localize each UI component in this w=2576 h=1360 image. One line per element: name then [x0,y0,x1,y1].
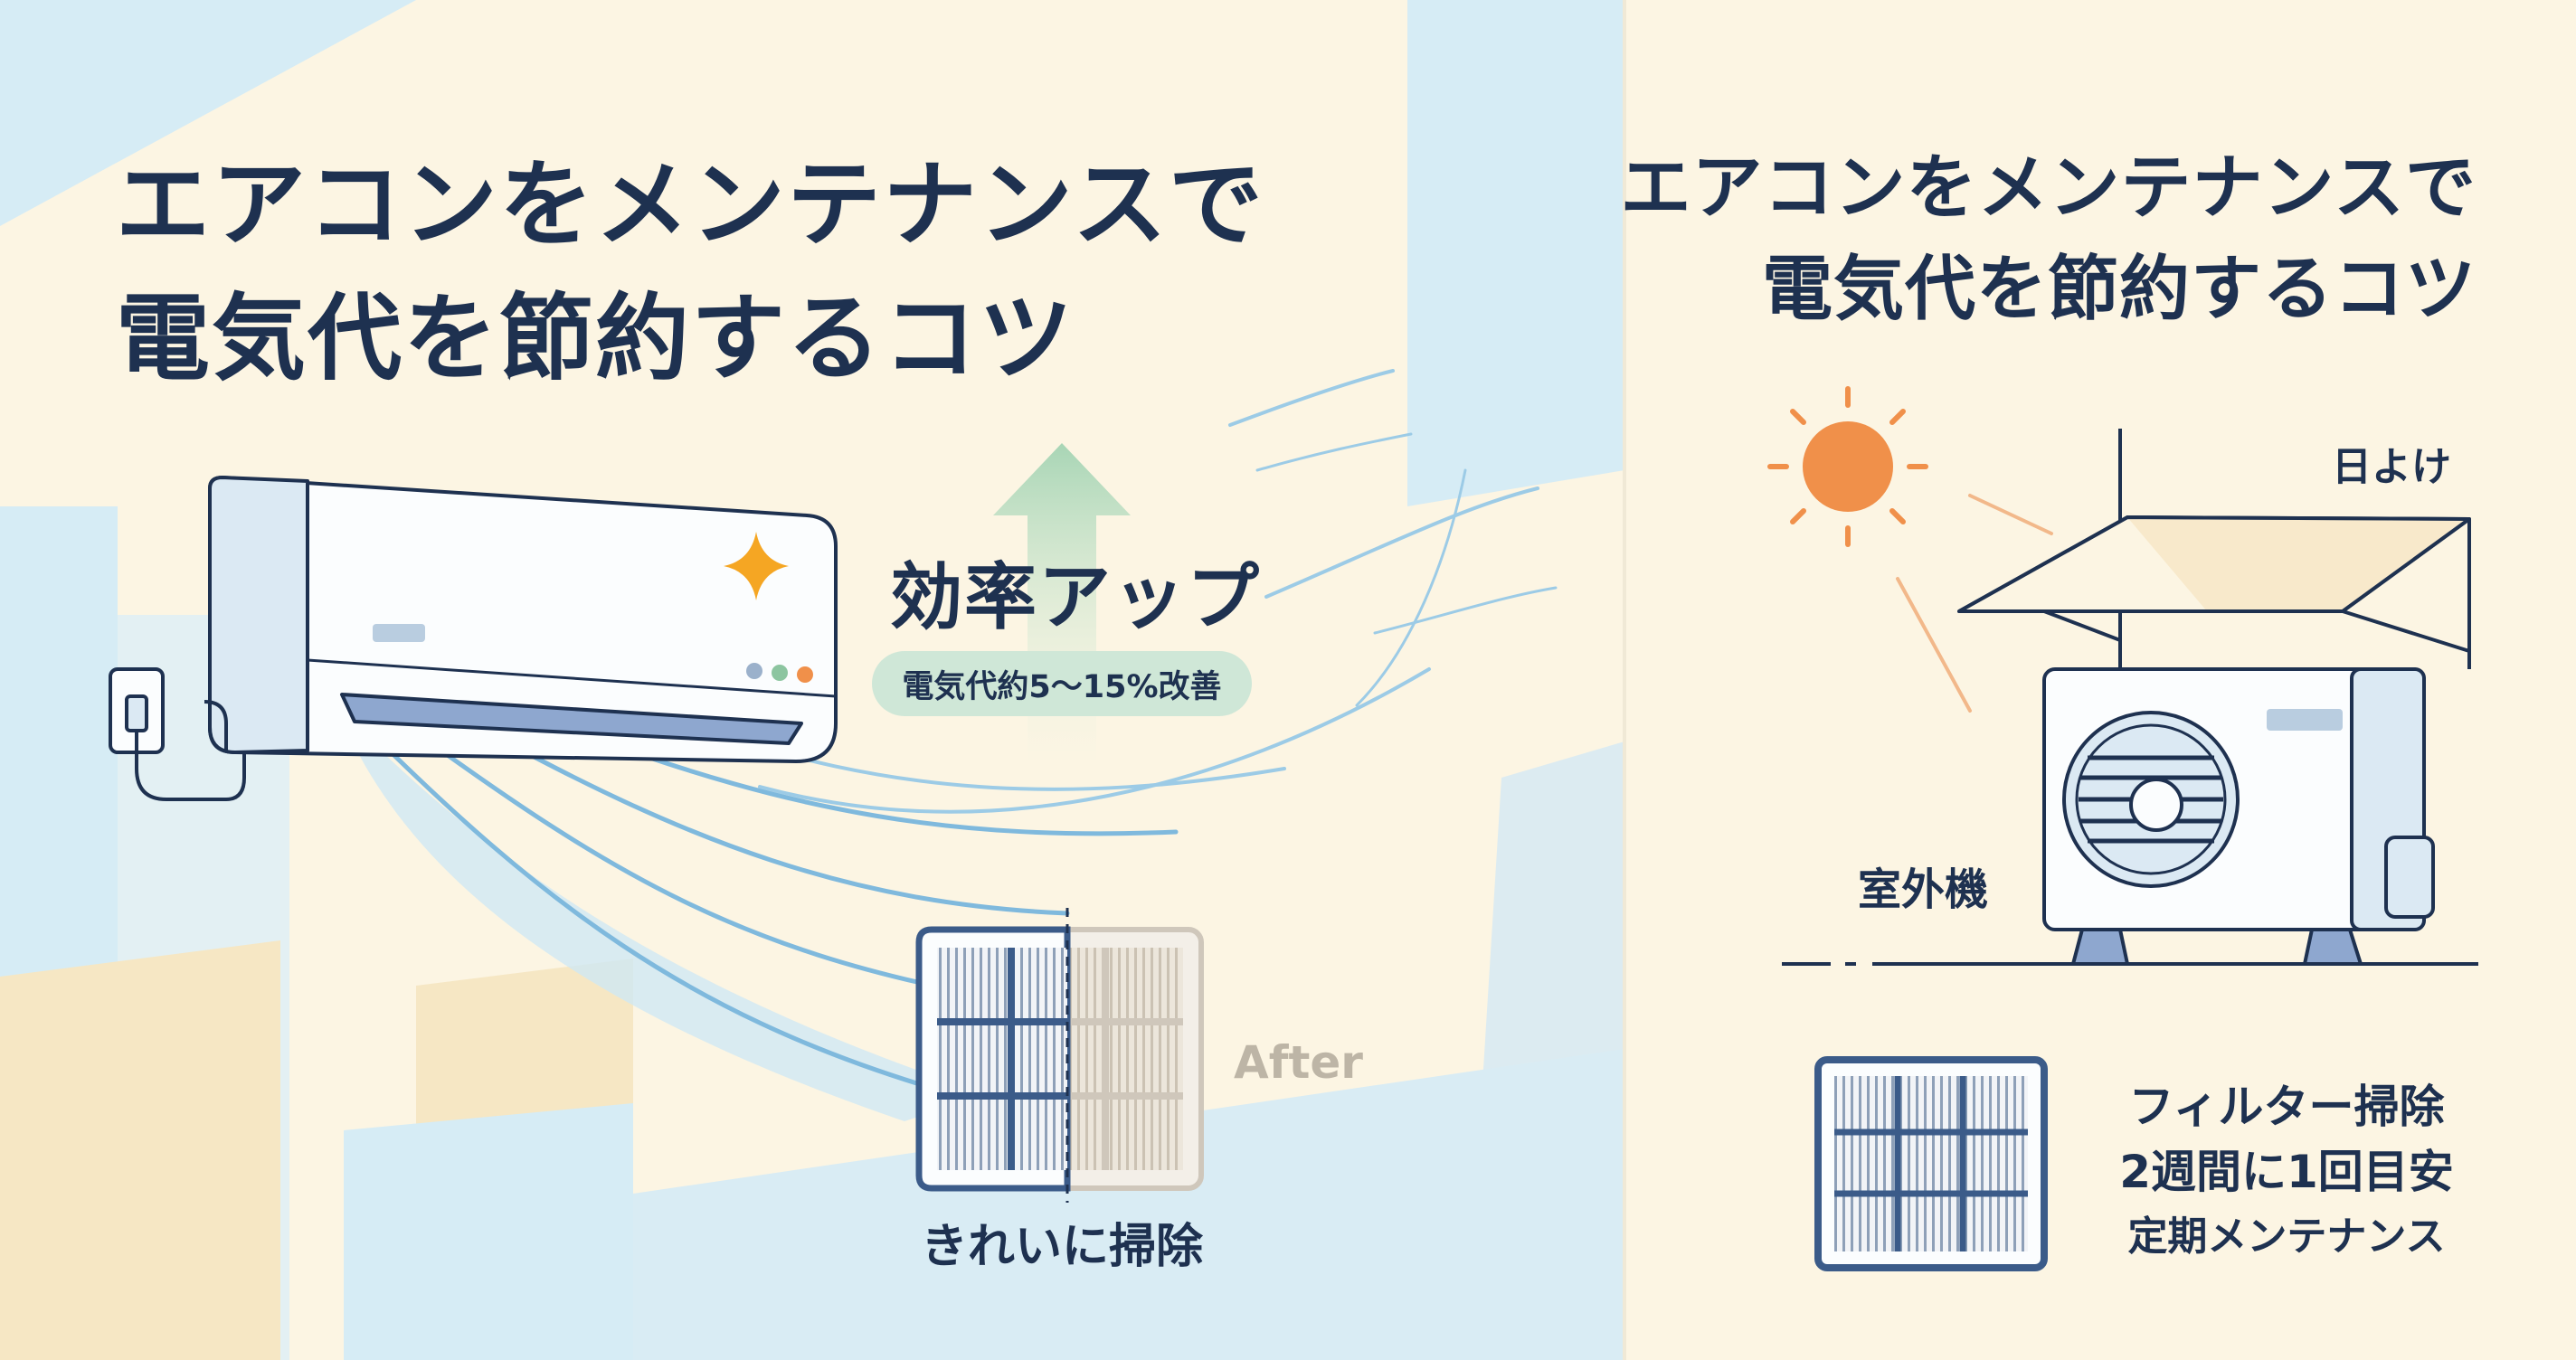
outdoor-unit-label: 室外機 [1858,864,1989,915]
sparkle-icon [724,532,789,600]
sun-icon [1767,386,1928,547]
air-filter-icon [1814,1056,2048,1271]
air-filter-compare [915,908,1204,1203]
filter-tip-line-1: フィルター掃除 [2128,1081,2445,1133]
main-title: エアコンをメンテナンスで 電気代を節約するコツ [116,137,1264,405]
savings-badge: 電気代約5〜15%改善 [872,651,1252,716]
side-title-line-1: エアコンをメンテナンスで [1620,147,2477,229]
filter-tip-line-3: 定期メンテナンス [2127,1214,2446,1260]
main-title-line-2: 電気代を節約するコツ [116,283,1075,393]
power-plug-icon [109,667,246,801]
sun-rays [1896,494,2053,713]
outdoor-unit-scene [1782,429,2478,966]
main-title-line-1: エアコンをメンテナンスで [116,149,1264,260]
after-label: After [1234,1036,1363,1089]
shade-label: 日よけ [2332,444,2451,490]
clean-caption: きれいに掃除 [921,1220,1204,1274]
savings-badge-text: 電気代約5〜15%改善 [902,668,1222,705]
filter-tip-line-2: 2週間に1回目安 [2119,1146,2454,1198]
side-title: エアコンをメンテナンスで 電気代を節約するコツ [1621,137,2477,340]
efficiency-label: 効率アップ [890,555,1261,639]
side-title-line-2: 電気代を節約するコツ [1761,249,2477,330]
indoor-ac-unit [208,476,838,763]
